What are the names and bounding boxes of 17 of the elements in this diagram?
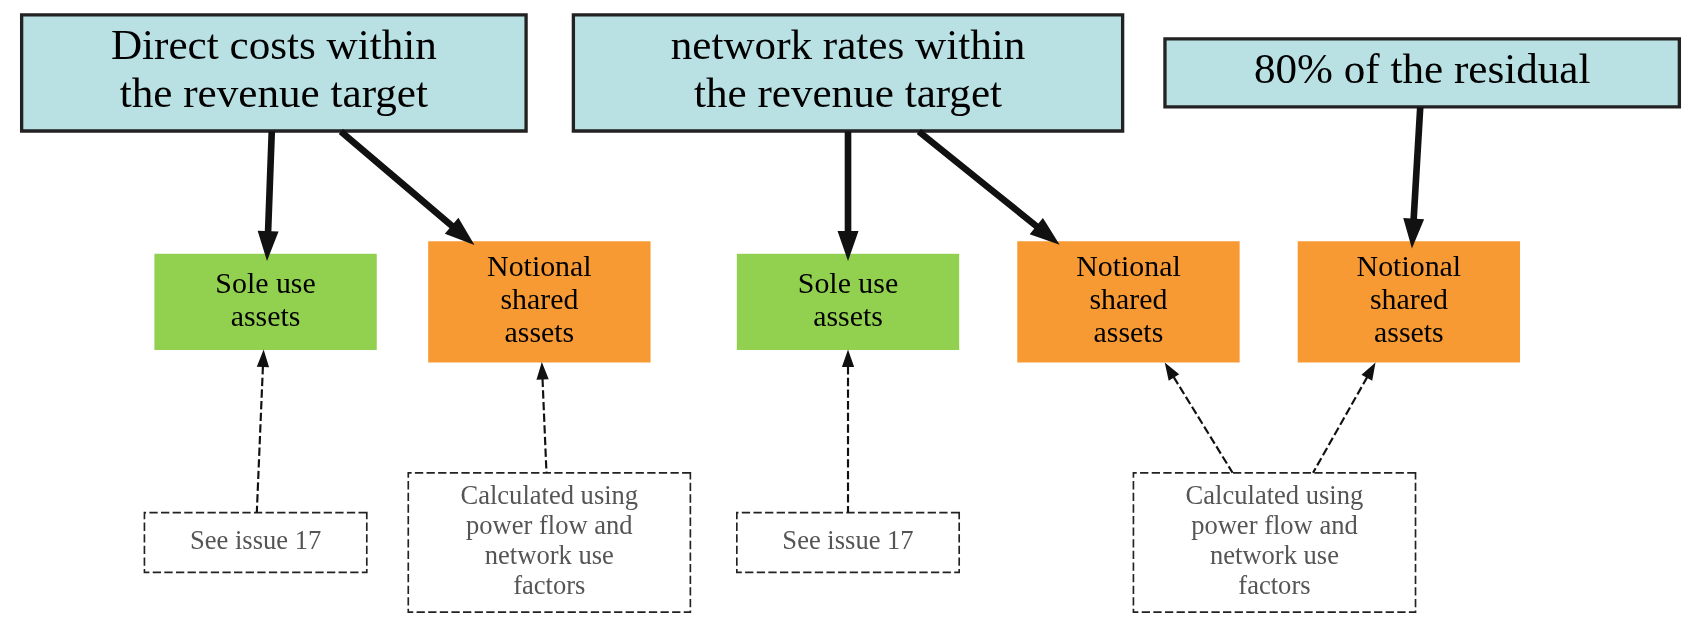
- arrow: [837, 131, 859, 261]
- arrow: [1312, 362, 1376, 474]
- arrow: [338, 128, 475, 246]
- arrow: [257, 131, 279, 261]
- node-box: Calculated using power flow and network use factors: [407, 471, 692, 614]
- arrow: [1164, 362, 1234, 474]
- node-box: See issue 17: [736, 511, 961, 574]
- node-box: Direct costs within the revenue target: [20, 13, 528, 133]
- arrow: [536, 362, 549, 473]
- arrow: [1403, 107, 1425, 249]
- node-box: See issue 17: [143, 511, 368, 574]
- node-box: 80% of the residual: [1163, 37, 1681, 109]
- node-box: network rates within the revenue target: [571, 13, 1125, 133]
- arrow: [916, 128, 1060, 245]
- arrow: [841, 349, 855, 513]
- node-box: Calculated using power flow and network use factors: [1132, 471, 1417, 614]
- arrow: [255, 349, 270, 513]
